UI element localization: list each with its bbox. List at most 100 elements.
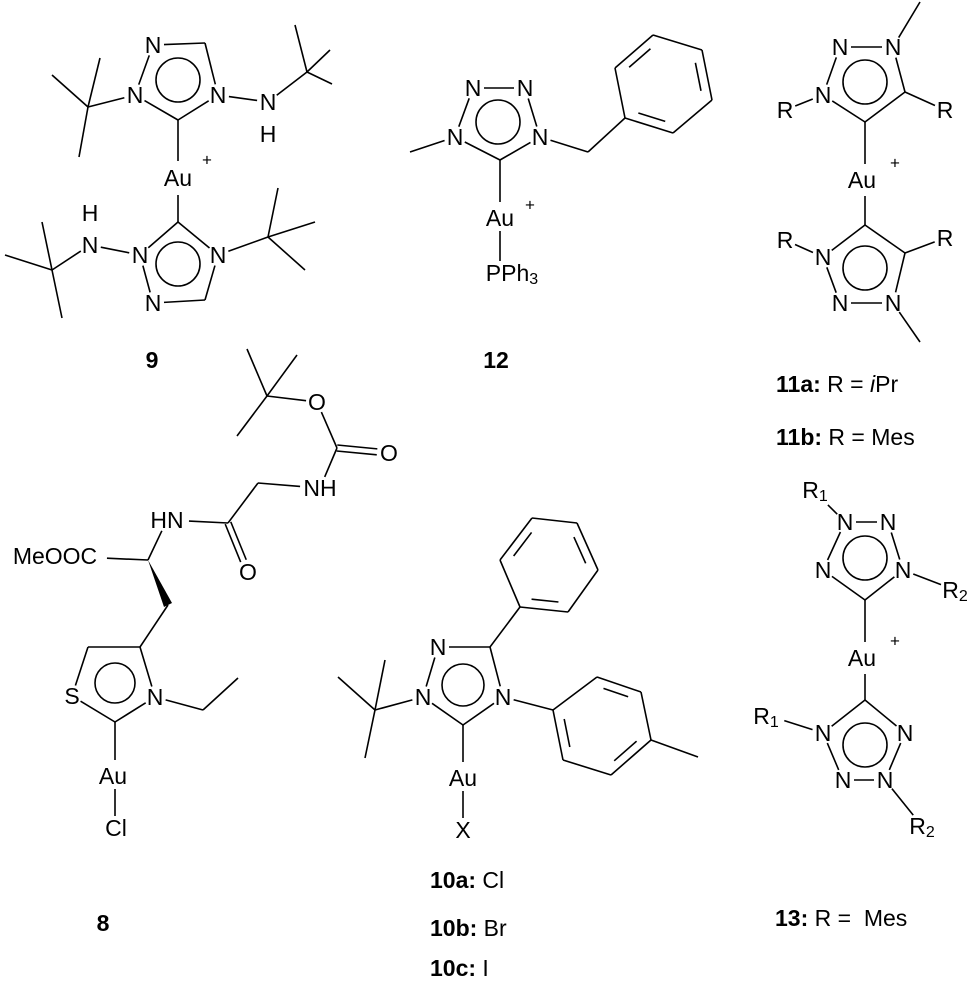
bond-line [257,482,301,488]
nitrogen-atom: N [210,242,227,268]
nitrogen-atom: N [885,290,902,316]
nitrogen-atom: N [147,684,164,710]
bond-line [912,573,942,586]
gold-atom: Au [164,165,192,191]
bond-line [177,100,210,121]
bond-line [562,759,612,776]
double-bond-line [531,598,559,603]
r2-group: R2 [942,577,968,605]
gold-atom: Au [486,205,514,231]
bond-line [891,788,914,816]
bond-line [202,677,239,711]
bond-line [266,354,298,397]
nitrogen-atom: N [885,34,902,60]
bond-line [596,676,642,693]
bond-line [142,265,151,293]
ring-circle [842,535,888,581]
double-bond-line [628,48,651,68]
bond-line [499,141,531,161]
nitrogen-atom: N [495,684,512,710]
bond-line [74,646,89,686]
subscript: 2 [959,588,968,605]
bond-line [652,34,703,51]
bond-line [306,49,331,73]
compound-label-11b: 11b: R = Mes [776,424,915,450]
bond-line [246,348,268,397]
compound-label-10c: 10c: I [430,955,489,981]
bond-line [336,450,377,456]
bond-line [188,520,229,524]
subscript: 1 [819,488,828,505]
nitrogen-atom: N [815,557,832,583]
bond-line [51,250,82,271]
nitrogen-atom: N [82,232,99,258]
r-group: R [777,97,794,123]
bond-line [794,243,814,254]
bond-line [323,447,338,478]
ring-circle [475,99,521,145]
r-text: R [942,577,959,603]
bond-line [78,106,89,158]
label-id: 11b: [776,424,822,450]
nitrogen-atom: N [835,767,852,793]
bond-line [587,117,626,153]
compound-label-10a: 10a: Cl [430,867,504,893]
chlorine-atom: Cl [105,815,127,841]
gold-atom: Au [848,167,876,193]
bond-line [139,604,169,648]
bond-line [163,299,206,304]
double-bond-line [573,536,587,564]
label-text: Pr [875,371,898,397]
bond-line [51,74,89,108]
ring-circle [155,57,201,103]
charge-plus: + [202,151,212,170]
bond-line [864,699,898,727]
pph-text: PPh [486,260,529,286]
bond-line [337,676,376,711]
subscript: 3 [529,271,538,288]
bond-line [114,702,147,723]
compound-10: N N N Au X 10a: Cl 10b: Br 10c: I [415,634,512,981]
bond-line [784,719,813,731]
bond-line [374,699,413,711]
bond-line [337,444,378,450]
bond-line [550,139,589,153]
bond-line [888,742,902,771]
bond-line [894,252,906,293]
r-text: R [753,703,770,729]
nitrogen-atom: N [897,720,914,746]
bond-line [177,221,211,249]
bond-line [267,236,306,271]
nitrogen-atom: N [815,82,832,108]
bond-line [306,71,333,85]
bond-line [890,532,901,560]
nitrogen-atom: N [430,634,447,660]
triphenylphosphine-group: PPh3 [486,260,538,288]
bond-line [898,311,921,343]
hydrogen-atom: H [260,121,277,147]
bond-line [374,659,386,711]
bond-line [826,531,842,561]
double-bond-line [694,62,702,91]
bond-line [464,141,501,161]
nitrogen-atom: N [127,82,144,108]
bond-line [41,221,53,271]
bond-line [204,265,216,301]
label-text: R = [821,371,870,397]
bond-line [294,24,308,73]
nitrogen-atom: N [145,32,162,58]
bond-line [236,395,268,437]
compound-label-9: 9 [146,347,159,373]
nitrogen-atom: N [517,75,534,101]
r-group: R [937,97,954,123]
label-id: 10b: [430,915,477,941]
charge-plus: + [525,196,535,215]
bond-line [51,269,63,319]
bond-line [897,1,921,38]
nitrogen-atom: N [837,509,854,535]
wedge-bond [148,560,172,607]
nitrogen-atom: N [895,557,912,583]
nitrogen-atom: N [132,242,149,268]
bond-line [826,742,840,771]
